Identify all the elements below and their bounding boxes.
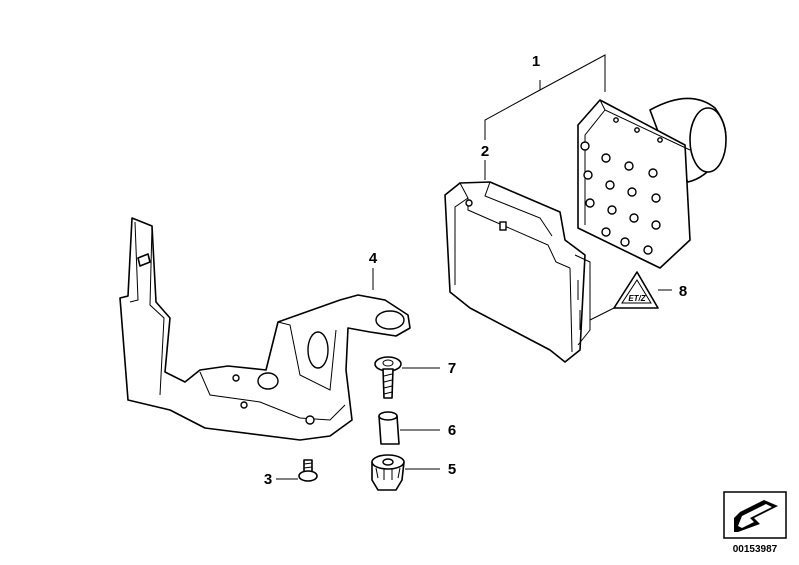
screw: [298, 459, 318, 482]
bolt: [374, 356, 402, 399]
callout-3: 3: [264, 471, 272, 488]
callout-7: 7: [448, 360, 456, 377]
spacer-sleeve: [378, 411, 400, 445]
warning-label: ET/Z: [613, 271, 659, 309]
document-number: 00153987: [733, 544, 778, 555]
hydraulic-unit: [577, 97, 727, 269]
direction-arrow-icon: [723, 491, 787, 539]
callout-4: 4: [369, 250, 378, 267]
control-unit: [444, 181, 591, 363]
leader-lines: [276, 54, 672, 480]
bracket: [119, 217, 411, 441]
rubber-mount: [371, 454, 405, 491]
callout-8: 8: [679, 283, 687, 300]
callout-2: 2: [481, 143, 489, 160]
callout-5: 5: [448, 461, 456, 478]
hydraulic-unit-ports: [580, 141, 661, 255]
callout-6: 6: [448, 422, 456, 439]
warning-label-text: ET/Z: [628, 294, 646, 303]
callout-1: 1: [532, 53, 540, 70]
